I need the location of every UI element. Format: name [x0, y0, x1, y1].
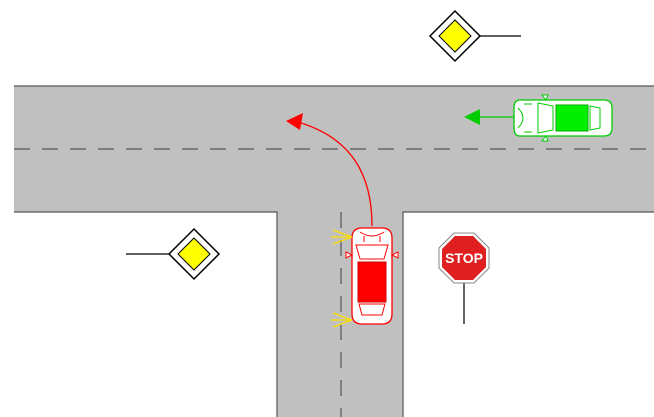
red-car [345, 227, 399, 325]
red-car-roof [357, 261, 387, 303]
red-car-mirror-left [345, 251, 354, 259]
rear-left-indicator-icon [331, 312, 353, 328]
green-car-hood-lines [517, 103, 532, 133]
green-car-mirror-bottom [540, 135, 549, 142]
main-road-bottom-right-edge [402, 211, 654, 417]
straight-path-arrow [464, 109, 514, 125]
green-car-rear-window [589, 105, 601, 131]
priority-road-sign-left [126, 227, 221, 281]
front-left-indicator-icon [331, 229, 353, 245]
green-car [513, 94, 613, 142]
red-car-hood-lines [359, 231, 385, 242]
stop-sign-text: STOP [445, 250, 483, 266]
main-road-bottom-left-edge [14, 211, 278, 417]
green-car-mirror-top [540, 94, 549, 101]
turn-path-curve [297, 121, 373, 227]
red-car-mirror-right [390, 251, 399, 259]
turn-path-arrow [286, 113, 373, 227]
red-car-rear-window [358, 303, 386, 316]
turn-arrow-head [286, 113, 303, 130]
stop-sign-octagon [442, 236, 486, 280]
red-car-windshield [355, 244, 389, 260]
priority-sign-fill [438, 19, 472, 53]
priority-road-sign-top [428, 9, 521, 63]
green-car-roof [555, 104, 589, 132]
straight-arrow-head [464, 109, 480, 125]
priority-sign-fill [177, 237, 211, 271]
green-car-windshield [537, 102, 554, 134]
stop-sign: STOP [438, 232, 490, 324]
